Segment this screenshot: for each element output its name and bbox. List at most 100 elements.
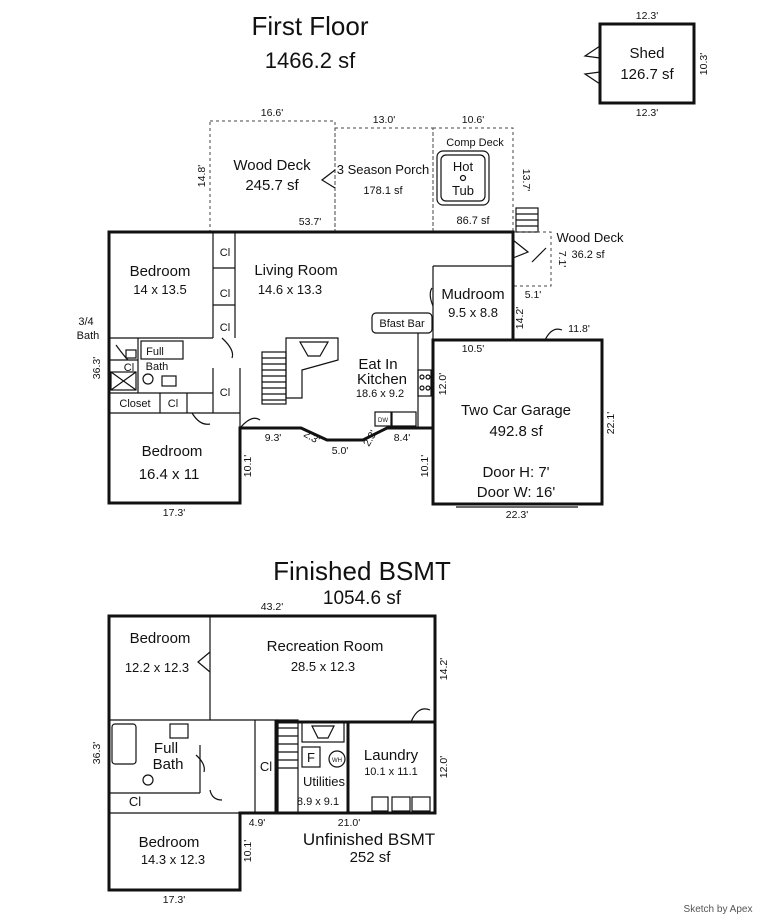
dim-garage-left: 10.1': [419, 455, 431, 477]
first-floor-dimensions: 14.2' 11.8' 10.5' 12.0' 22.1' 22.3' 9.3'…: [91, 307, 617, 521]
comp-deck-label: Comp Deck: [446, 137, 504, 149]
first-floor-area: 1466.2 sf: [265, 48, 356, 73]
dim-shed-top: 12.3': [636, 10, 658, 22]
garage-door-height: Door H: 7': [482, 464, 549, 481]
bfast-bar-label: Bfast Bar: [379, 318, 425, 330]
three-quarter-bath-line2: Bath: [77, 330, 100, 342]
wood-deck-label: Wood Deck: [233, 157, 311, 174]
closet-2-label: Cl: [220, 288, 230, 300]
dim-deck-bottom: 53.7': [299, 216, 321, 228]
first-floor-walls: [107, 230, 604, 508]
dim-kitchen-right: 12.0': [437, 373, 449, 395]
dim-bsmt-left: 36.3': [91, 742, 103, 764]
closet-1-label: Cl: [220, 247, 230, 259]
dim-comp-top: 10.6': [462, 114, 484, 126]
laundry-size: 10.1 x 11.1: [364, 766, 418, 778]
utilities-size: 8.9 x 9.1: [297, 796, 339, 808]
laundry-label: Laundry: [364, 747, 419, 764]
rec-room-size: 28.5 x 12.3: [291, 659, 355, 674]
closet-3-label: Cl: [220, 322, 230, 334]
dim-bsmt-top: 43.2': [261, 601, 283, 613]
dishwasher-label: DW: [378, 418, 388, 424]
shed: Shed 126.7 sf 12.3' 12.3' 10.3': [583, 10, 710, 119]
dim-bay-1: 9.3': [265, 432, 282, 444]
garage-label: Two Car Garage: [461, 402, 571, 419]
comp-deck-area: 86.7 sf: [456, 215, 490, 227]
shed-label: Shed: [629, 45, 664, 62]
dim-comp-right: 13.7': [520, 169, 532, 191]
kitchen-line1: Eat In: [358, 356, 397, 373]
kitchen-size: 18.6 x 9.2: [356, 388, 404, 400]
unfinished-area: 252 sf: [350, 849, 392, 866]
closet-5-label: Cl: [220, 387, 230, 399]
bsmt-closet-1-label: Cl: [260, 759, 272, 774]
rec-room-label: Recreation Room: [267, 638, 384, 655]
porch-label: 3 Season Porch: [337, 162, 430, 177]
first-floor-title: First Floor: [252, 11, 369, 41]
living-room-label: Living Room: [254, 262, 337, 279]
sketch-credit: Sketch by Apex: [684, 904, 753, 915]
dim-shed-bottom: 12.3': [636, 107, 658, 119]
dim-bay-3: 5.0': [332, 445, 349, 457]
dim-sw-right: 10.1': [242, 455, 254, 477]
dim-bsmt-bottom: 17.3': [163, 894, 185, 906]
dim-bsmt-bottom-right: 21.0': [338, 817, 360, 829]
dim-garage-bottom: 22.3': [506, 509, 528, 521]
side-wood-deck: Wood Deck 36.2 sf 7.1' 5.1': [512, 230, 624, 301]
rear-decks: Wood Deck 245.7 sf 3 Season Porch 178.1 …: [196, 107, 539, 233]
bsmt-full-bath-line1: Full: [154, 740, 178, 757]
dim-bay-5: 8.4': [394, 432, 411, 444]
bsmt-bedroom-nw-size: 12.2 x 12.3: [125, 660, 189, 675]
dim-side-deck-right: 7.1': [556, 251, 568, 268]
basement-walls: [107, 614, 437, 892]
dim-bsmt-step-small: 4.9': [249, 817, 266, 829]
three-quarter-bath-line1: 3/4: [78, 316, 93, 328]
closet-6-label: Cl: [168, 398, 178, 410]
closet-4-label: Cl: [124, 362, 134, 374]
basement-area: 1054.6 sf: [323, 588, 402, 609]
full-bath-line1: Full: [146, 346, 164, 358]
utilities-label: Utilities: [303, 774, 345, 789]
basement-title: Finished BSMT: [273, 556, 451, 586]
shed-area: 126.7 sf: [620, 66, 674, 83]
basement-labels: Bedroom 12.2 x 12.3 Recreation Room 28.5…: [125, 630, 435, 867]
bsmt-full-bath-line2: Bath: [153, 756, 184, 773]
dim-deck-top: 16.6': [261, 107, 283, 119]
bsmt-closet-2-label: Cl: [129, 794, 141, 809]
bedroom-sw-size: 16.4 x 11: [139, 466, 200, 483]
dim-side-deck-bottom: 5.1': [525, 289, 542, 301]
living-room-size: 14.6 x 13.3: [258, 282, 322, 297]
basement-dimensions: 43.2' 14.2' 12.0' 36.3' 4.9' 21.0' 10.1'…: [91, 601, 450, 906]
bsmt-bedroom-nw-label: Bedroom: [130, 630, 191, 647]
garage-door-width: Door W: 16': [477, 484, 556, 501]
bedroom-sw-label: Bedroom: [142, 443, 203, 460]
bedroom-nw-size: 14 x 13.5: [133, 282, 187, 297]
dim-garage-top-right: 11.8': [568, 323, 590, 335]
dim-bsmt-right-upper: 14.2': [438, 658, 450, 680]
garage-area: 492.8 sf: [489, 423, 543, 440]
dim-deck-left: 14.8': [196, 165, 208, 187]
mudroom-label: Mudroom: [441, 286, 504, 303]
dim-mud-right: 14.2': [514, 307, 526, 329]
bsmt-bedroom-sw-size: 14.3 x 12.3: [141, 852, 205, 867]
porch-area: 178.1 sf: [363, 185, 403, 197]
dim-bottom: 17.3': [163, 507, 185, 519]
full-bath-line2: Bath: [146, 361, 169, 373]
unfinished-label: Unfinished BSMT: [303, 830, 435, 849]
hot-tub-line2: Tub: [452, 183, 474, 198]
dim-left-height: 36.3': [91, 357, 103, 379]
dim-shed-right: 10.3': [698, 53, 710, 75]
kitchen-line2: Kitchen: [357, 371, 407, 388]
hot-tub-line1: Hot: [453, 159, 474, 174]
dim-porch-top: 13.0': [373, 114, 395, 126]
wood-deck-area: 245.7 sf: [245, 177, 299, 194]
mudroom-size: 9.5 x 8.8: [448, 305, 498, 320]
closet-label: Closet: [119, 398, 150, 410]
dim-bsmt-right-lower: 12.0': [438, 756, 450, 778]
bsmt-bedroom-sw-label: Bedroom: [139, 834, 200, 851]
bedroom-nw-label: Bedroom: [130, 263, 191, 280]
first-floor-labels: Bedroom 14 x 13.5 Living Room 14.6 x 13.…: [77, 247, 571, 501]
water-heater-label: WH: [332, 758, 342, 764]
dim-bsmt-sw-right: 10.1': [242, 840, 254, 862]
